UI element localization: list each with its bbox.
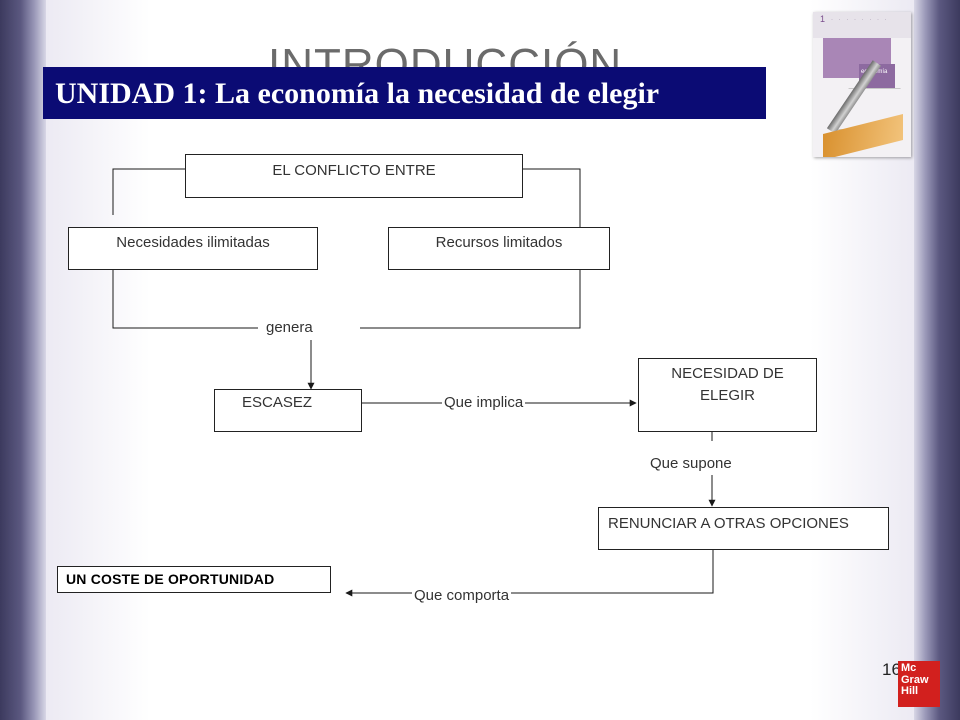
slide-number: 16 <box>882 660 901 679</box>
textbook-cover-image: 1 · · · · · · · · economía <box>813 12 911 157</box>
carries-label: Que comporta <box>412 587 512 604</box>
connector-conflict-to-needs <box>112 168 185 215</box>
entails-label: Que supone <box>648 455 734 472</box>
book-cover-dots: · · · · · · · · <box>831 17 889 23</box>
logo-line-1: Mc <box>901 662 917 674</box>
book-chapter-number: 1 <box>820 14 826 24</box>
generates-label: genera <box>264 319 315 336</box>
left-frame-border <box>0 0 46 720</box>
connector-needs-to-genera <box>112 270 258 329</box>
mcgraw-hill-logo: Mc Graw Hill <box>898 661 940 707</box>
connector-conflict-to-resources <box>523 168 581 227</box>
logo-line-3: Hill <box>901 685 919 697</box>
right-frame-border <box>914 0 960 720</box>
unlimited-needs-box: Necesidades ilimitadas <box>68 227 318 270</box>
scarcity-box: ESCASEZ <box>214 389 362 432</box>
book-cover-header <box>813 12 911 38</box>
unit-title-banner: UNIDAD 1: La economía la necesidad de el… <box>43 67 766 119</box>
need-to-choose-box: NECESIDAD DE ELEGIR <box>638 358 817 432</box>
renounce-options-box: RENUNCIAR A OTRAS OPCIONES <box>598 507 889 550</box>
limited-resources-box: Recursos limitados <box>388 227 610 270</box>
conflict-box: EL CONFLICTO ENTRE <box>185 154 523 198</box>
arrow-renounce-to-cost <box>345 550 714 597</box>
logo-line-2: Graw <box>901 673 929 686</box>
connector-resources-to-genera <box>360 270 581 329</box>
opportunity-cost-box: UN COSTE DE OPORTUNIDAD <box>57 566 331 593</box>
implies-label: Que implica <box>442 394 526 411</box>
